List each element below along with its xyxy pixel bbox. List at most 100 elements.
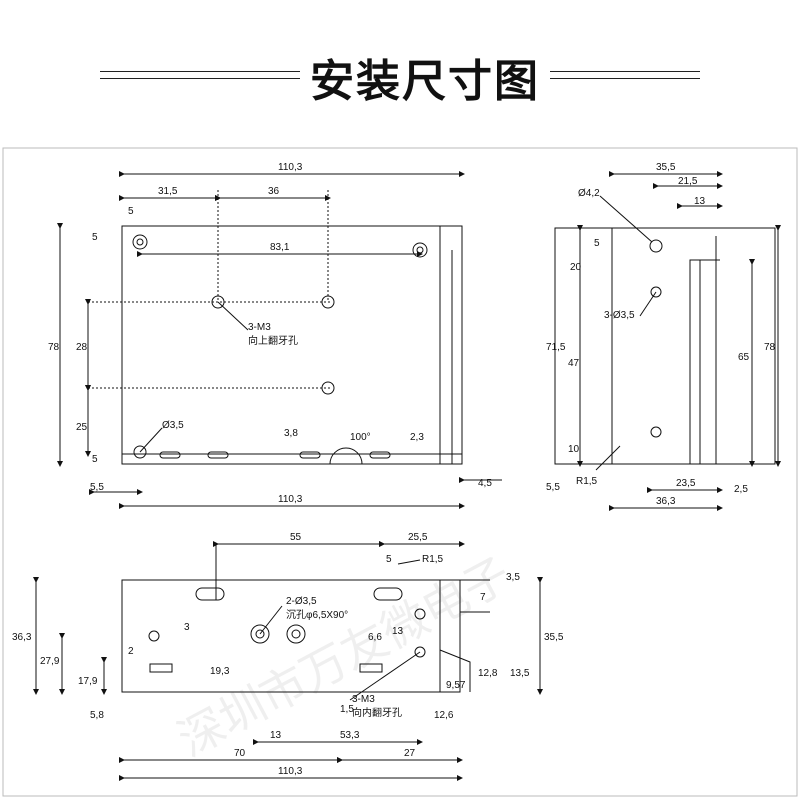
label-front-countersink: 沉孔φ6,5X90° bbox=[286, 608, 348, 621]
title-rule-left bbox=[100, 71, 300, 72]
label-2-3: 2,3 bbox=[410, 432, 424, 443]
leader-3-d35 bbox=[639, 291, 657, 317]
leader-r15-front bbox=[397, 559, 421, 565]
side-hole-2 bbox=[650, 426, 662, 438]
label-front-12-6: 12,6 bbox=[434, 710, 454, 721]
label-front-17-9: 17,9 bbox=[78, 676, 98, 687]
label-front-27: 27 bbox=[404, 748, 416, 759]
label-front-9-57: 9,57 bbox=[446, 680, 466, 691]
slot-3 bbox=[299, 451, 321, 459]
label-front-19-3: 19,3 bbox=[210, 666, 230, 677]
label-front-r15: R1,5 bbox=[422, 554, 444, 565]
label-side-35-5: 35,5 bbox=[656, 162, 676, 173]
front-view-outline bbox=[121, 579, 461, 693]
front-view-labels: 55 25,5 5 R1,5 3,5 7 2-Ø3,5 沉孔φ6,5X90° 3… bbox=[12, 532, 564, 777]
label-front-holes: 2-Ø3,5 bbox=[286, 596, 317, 607]
top-hole-1-inner bbox=[136, 238, 144, 246]
label-front-36-3: 36,3 bbox=[12, 632, 32, 643]
label-front-25-5: 25,5 bbox=[408, 532, 428, 543]
label-front-55: 55 bbox=[290, 532, 302, 543]
countersink-hole-2 bbox=[286, 624, 306, 644]
side-hole-1 bbox=[650, 286, 662, 298]
label-side-71-5: 71,5 bbox=[546, 342, 566, 353]
label-side-d42: Ø4,2 bbox=[578, 188, 600, 199]
label-front-tap: 3-M3 bbox=[352, 694, 375, 705]
label-4-5: 4,5 bbox=[478, 478, 492, 489]
label-side-23-5: 23,5 bbox=[676, 478, 696, 489]
notch-arc bbox=[329, 447, 363, 465]
leader-2-d35 bbox=[259, 605, 283, 635]
page-title: 安装尺寸图 bbox=[310, 56, 540, 107]
label-side-r15: R1,5 bbox=[576, 476, 598, 487]
label-front-3: 3 bbox=[184, 622, 190, 633]
label-front-7: 7 bbox=[480, 592, 486, 603]
label-side-21-5: 21,5 bbox=[678, 176, 698, 187]
label-top-width: 110,3 bbox=[278, 162, 303, 173]
title-rule-right bbox=[550, 71, 700, 72]
label-side-5: 5 bbox=[594, 238, 600, 249]
side-hole-d42 bbox=[649, 239, 663, 253]
label-side-78: 78 bbox=[764, 342, 776, 353]
countersink-hole-1 bbox=[250, 624, 270, 644]
label-side-20: 20 bbox=[570, 262, 582, 273]
label-bottom-width: 110,3 bbox=[278, 494, 303, 505]
label-5-bottom: 5 bbox=[92, 454, 98, 465]
top-hole-2-inner bbox=[416, 246, 424, 254]
drawing-frame bbox=[2, 147, 798, 797]
top-hole-3 bbox=[133, 445, 147, 459]
front-slot-2 bbox=[373, 587, 403, 601]
label-side-10: 10 bbox=[568, 444, 580, 455]
label-83-1: 83,1 bbox=[270, 242, 290, 253]
top-hole-2 bbox=[412, 242, 428, 258]
label-front-5-8: 5,8 bbox=[90, 710, 104, 721]
label-5-x: 5 bbox=[128, 206, 134, 217]
side-profile bbox=[611, 228, 720, 465]
label-tap-desc: 向上翻牙孔 bbox=[248, 334, 298, 347]
label-side-2-5: 2,5 bbox=[734, 484, 748, 495]
countersink-hole-2-inner bbox=[291, 629, 301, 639]
label-side-36-3: 36,3 bbox=[656, 496, 676, 507]
label-side-holes: 3-Ø3,5 bbox=[604, 310, 635, 321]
leader-d42 bbox=[599, 195, 653, 243]
label-front-2: 2 bbox=[128, 646, 134, 657]
front-tab-2 bbox=[359, 663, 383, 673]
side-view bbox=[554, 171, 781, 511]
label-5-5: 5,5 bbox=[90, 482, 104, 493]
front-view bbox=[33, 541, 543, 781]
label-front-70: 70 bbox=[234, 748, 246, 759]
side-view-labels: 35,5 21,5 13 Ø4,2 5 20 3-Ø3,5 71,5 47 65… bbox=[546, 162, 776, 507]
leader-3-m3 bbox=[349, 651, 421, 701]
top-view-outline bbox=[121, 225, 463, 465]
title-rule-left-2 bbox=[100, 78, 300, 79]
label-side-47: 47 bbox=[568, 358, 580, 369]
front-slot-1 bbox=[195, 587, 225, 601]
countersink-hole-1-inner bbox=[255, 629, 265, 639]
label-front-27-9: 27,9 bbox=[40, 656, 60, 667]
label-front-13-5: 13,5 bbox=[510, 668, 530, 679]
label-31-5: 31,5 bbox=[158, 186, 178, 197]
tap-hole-2 bbox=[321, 295, 335, 309]
title-rule-right-2 bbox=[550, 78, 700, 79]
label-36: 36 bbox=[268, 186, 280, 197]
leader-hole-d bbox=[139, 427, 163, 453]
label-hole-d: Ø3,5 bbox=[162, 420, 184, 431]
label-5-y: 5 bbox=[92, 232, 98, 243]
label-side-5-5: 5,5 bbox=[546, 482, 560, 493]
label-28: 28 bbox=[76, 342, 88, 353]
label-side-65: 65 bbox=[738, 352, 750, 363]
label-25: 25 bbox=[76, 422, 88, 433]
leader-r15 bbox=[595, 445, 621, 471]
slot-2 bbox=[207, 451, 229, 459]
label-angle: 100° bbox=[350, 432, 371, 443]
label-front-5: 5 bbox=[386, 554, 392, 565]
label-front-35-5: 35,5 bbox=[544, 632, 564, 643]
slot-1 bbox=[159, 451, 181, 459]
slot-4 bbox=[369, 451, 391, 459]
tap-hole-1 bbox=[211, 295, 225, 309]
front-tap-2 bbox=[414, 608, 426, 620]
label-side-13: 13 bbox=[694, 196, 706, 207]
label-front-13-v: 13 bbox=[392, 626, 404, 637]
front-tap-3 bbox=[414, 646, 426, 658]
label-front-12-8: 12,8 bbox=[478, 668, 498, 679]
